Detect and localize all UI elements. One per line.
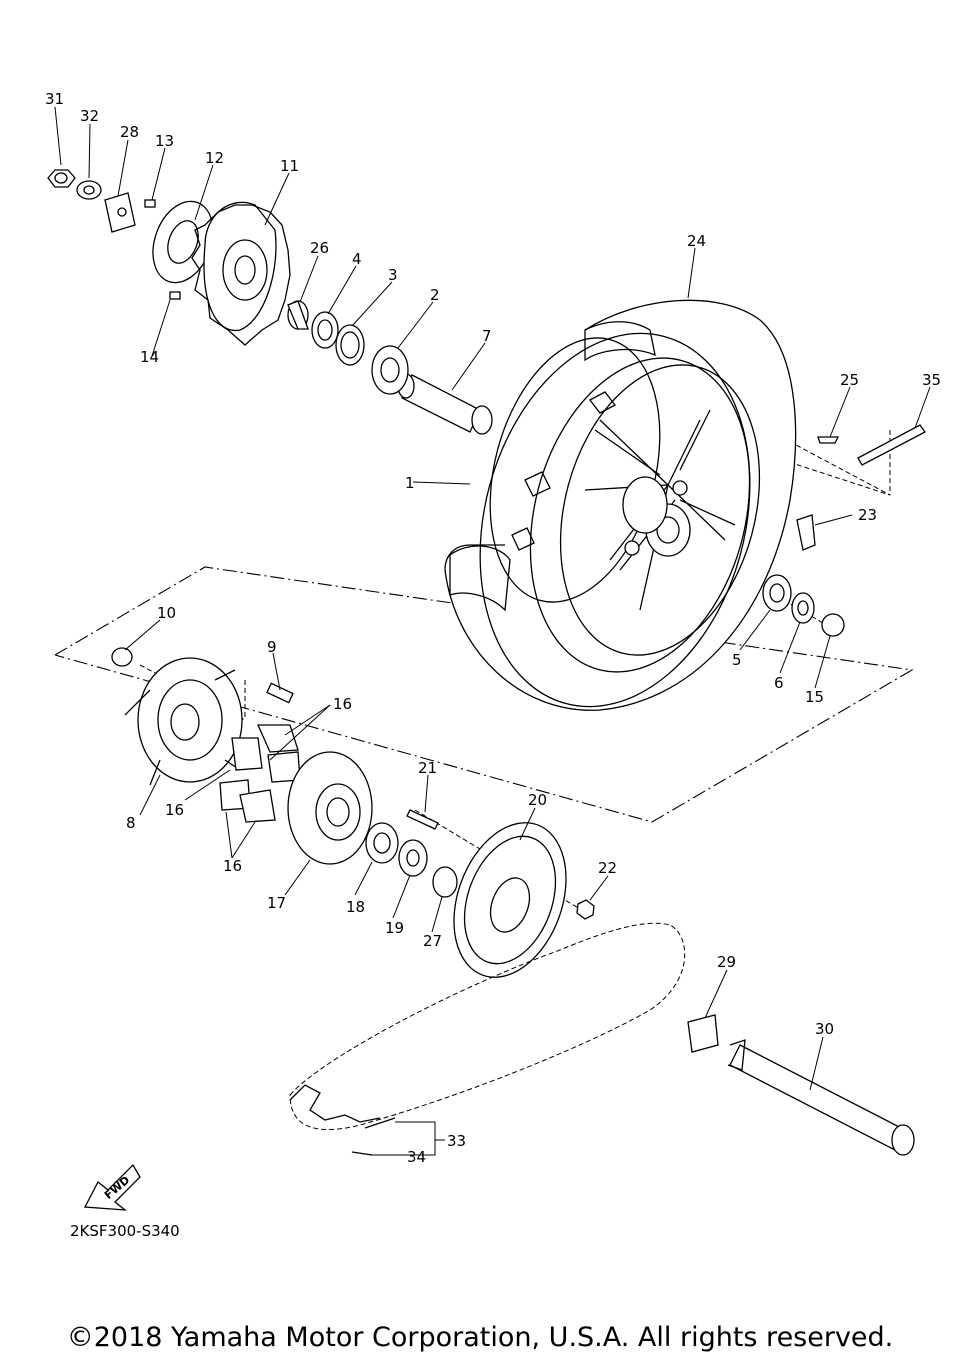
part-label: 19	[385, 919, 404, 937]
part-label: 14	[140, 348, 159, 366]
part-label: 22	[598, 859, 617, 877]
axle-and-adjuster	[687, 1014, 915, 1156]
part-label: 25	[840, 371, 859, 389]
part-label: 18	[346, 898, 365, 916]
damper-hub-assembly	[111, 647, 458, 898]
part-label: 16	[223, 857, 242, 875]
part-label: 6	[774, 674, 784, 692]
part-label: 7	[482, 327, 492, 345]
brake-disc-and-caliper-bracket	[144, 199, 291, 346]
part-labels: 1 2 3 4 5 6 7 8 9 10 11 12 13 14 15 16 1…	[45, 90, 941, 1166]
part-label: 24	[687, 232, 706, 250]
axle-nut-washer-puller	[47, 169, 136, 233]
fwd-arrow-icon: FWD	[83, 1163, 141, 1211]
part-label: 15	[805, 688, 824, 706]
part-label: 2	[430, 286, 440, 304]
part-label: 11	[280, 157, 299, 175]
part-label: 1	[405, 474, 415, 492]
part-label: 29	[717, 953, 736, 971]
part-label: 28	[120, 123, 139, 141]
part-label: 31	[45, 90, 64, 108]
part-label: 3	[388, 266, 398, 284]
bearings-upper-row	[287, 300, 409, 395]
part-label: 35	[922, 371, 941, 389]
part-label: 16	[333, 695, 352, 713]
part-label: 30	[815, 1020, 834, 1038]
diagram-code: 2KSF300-S340	[70, 1222, 180, 1240]
part-label: 8	[126, 814, 136, 832]
copyright-notice: ©2018 Yamaha Motor Corporation, U.S.A. A…	[66, 1322, 894, 1353]
part-label: 16	[165, 801, 184, 819]
part-label: 21	[418, 759, 437, 777]
collar-7	[397, 373, 493, 435]
part-label: 4	[352, 250, 362, 268]
part-label: 12	[205, 149, 224, 167]
part-label: 10	[157, 604, 176, 622]
right-side-small-parts	[762, 424, 926, 637]
rear-wheel	[444, 299, 797, 711]
part-label: 23	[858, 506, 877, 524]
rear-sprocket	[453, 822, 595, 978]
part-label: 5	[732, 651, 742, 669]
part-label: 26	[310, 239, 329, 257]
part-label: 20	[528, 791, 547, 809]
part-label: 32	[80, 107, 99, 125]
drive-chain	[289, 922, 686, 1156]
part-label: 33	[447, 1132, 466, 1150]
part-label: 9	[267, 638, 277, 656]
part-label: 13	[155, 132, 174, 150]
part-label: 34	[407, 1148, 426, 1166]
part-label: 27	[423, 932, 442, 950]
leader-lines	[54, 106, 931, 1091]
part-label: 17	[267, 894, 286, 912]
